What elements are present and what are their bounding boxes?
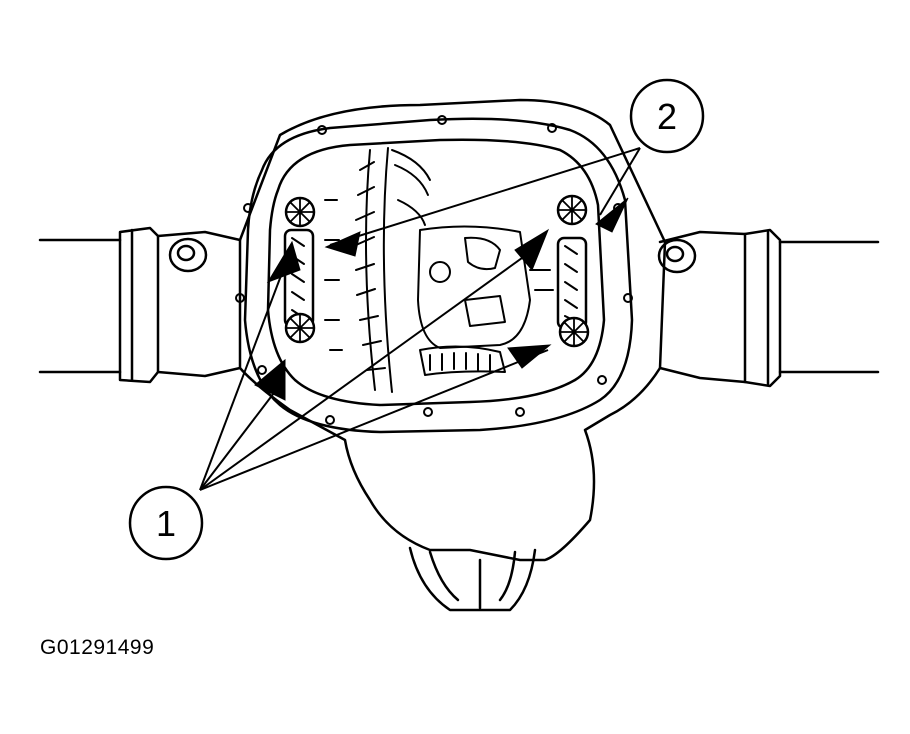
housing-outline [238,98,667,562]
cavity-edge [266,138,606,407]
arrowhead [514,228,550,271]
left-tube-boss [168,237,208,273]
arrowhead [254,358,286,401]
callout-2-label: 2 [657,96,677,137]
callout-1: 1 [128,485,204,561]
differential-carrier [417,225,554,376]
leader-lines [199,147,641,491]
arrowhead [595,197,629,233]
callout-1-label: 1 [156,503,176,544]
right-axle-tube [658,228,880,388]
pinion-nose [408,546,537,612]
arrowhead [266,240,301,283]
arrowhead [507,344,552,369]
callout-2: 2 [629,78,705,154]
left-axle-tube [38,226,242,384]
right-bearing-cap [556,194,590,348]
ring-gear [355,147,431,393]
figure-code: G01291499 [40,636,155,659]
flange-bolt-holes [235,115,633,425]
arrowheads [254,197,629,401]
left-bearing-cap [283,196,343,351]
cover-flange [243,117,634,434]
arrowhead [324,231,361,257]
right-tube-boss [657,238,697,274]
